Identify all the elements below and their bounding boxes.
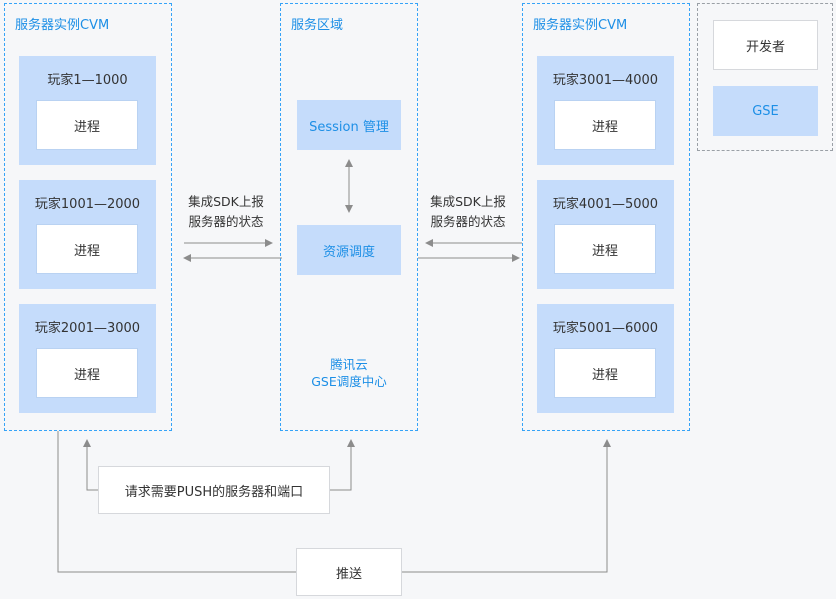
player-range-label: 玩家4001—5000 (552, 197, 659, 212)
center-service-zone: 服务区域 (280, 3, 418, 431)
left-cvm-title: 服务器实例CVM (15, 18, 110, 33)
process-box: 进程 (554, 100, 656, 150)
process-box: 进程 (36, 348, 138, 398)
player-range-label: 玩家1001—2000 (34, 197, 141, 212)
gse-center-caption: 腾讯云 GSE调度中心 (280, 356, 418, 390)
right-cvm-zone: 服务器实例CVM (522, 3, 690, 431)
push-to-right-arrow (402, 439, 611, 573)
caption-line-2: GSE调度中心 (311, 374, 387, 389)
legend-gse: GSE (713, 86, 818, 136)
right-player-group-1: 玩家3001—4000 进程 (537, 56, 674, 165)
left-cvm-zone: 服务器实例CVM (4, 3, 172, 431)
right-sdk-note: 集成SDK上报 服务器的状态 (414, 192, 522, 232)
player-range-label: 玩家2001—3000 (34, 321, 141, 336)
right-player-group-3: 玩家5001—6000 进程 (537, 304, 674, 413)
request-to-center-arrow (330, 439, 355, 491)
legend-zone (697, 3, 833, 151)
left-player-group-1: 玩家1—1000 进程 (19, 56, 156, 165)
right-sdk-note-line-2: 服务器的状态 (430, 214, 506, 229)
left-sdk-note-line-1: 集成SDK上报 (188, 194, 264, 209)
player-range-label: 玩家3001—4000 (552, 73, 659, 88)
process-box: 进程 (554, 224, 656, 274)
player-range-label: 玩家5001—6000 (552, 321, 659, 336)
right-cvm-title: 服务器实例CVM (533, 18, 628, 33)
resource-scheduler-box: 资源调度 (297, 225, 401, 275)
request-to-left-arrow (83, 439, 98, 491)
right-player-group-2: 玩家4001—5000 进程 (537, 180, 674, 289)
request-push-box: 请求需要PUSH的服务器和端口 (98, 466, 330, 514)
center-zone-title: 服务区域 (291, 18, 344, 33)
process-box: 进程 (36, 100, 138, 150)
left-sdk-note-line-2: 服务器的状态 (188, 214, 264, 229)
left-player-group-3: 玩家2001—3000 进程 (19, 304, 156, 413)
right-sdk-note-line-1: 集成SDK上报 (430, 194, 506, 209)
left-player-group-2: 玩家1001—2000 进程 (19, 180, 156, 289)
left-sdk-note: 集成SDK上报 服务器的状态 (172, 192, 280, 232)
process-box: 进程 (36, 224, 138, 274)
caption-line-1: 腾讯云 (330, 357, 368, 372)
process-box: 进程 (554, 348, 656, 398)
player-range-label: 玩家1—1000 (47, 73, 128, 88)
session-management-box: Session 管理 (297, 100, 401, 150)
push-box: 推送 (296, 548, 402, 596)
legend-developer: 开发者 (713, 20, 818, 70)
